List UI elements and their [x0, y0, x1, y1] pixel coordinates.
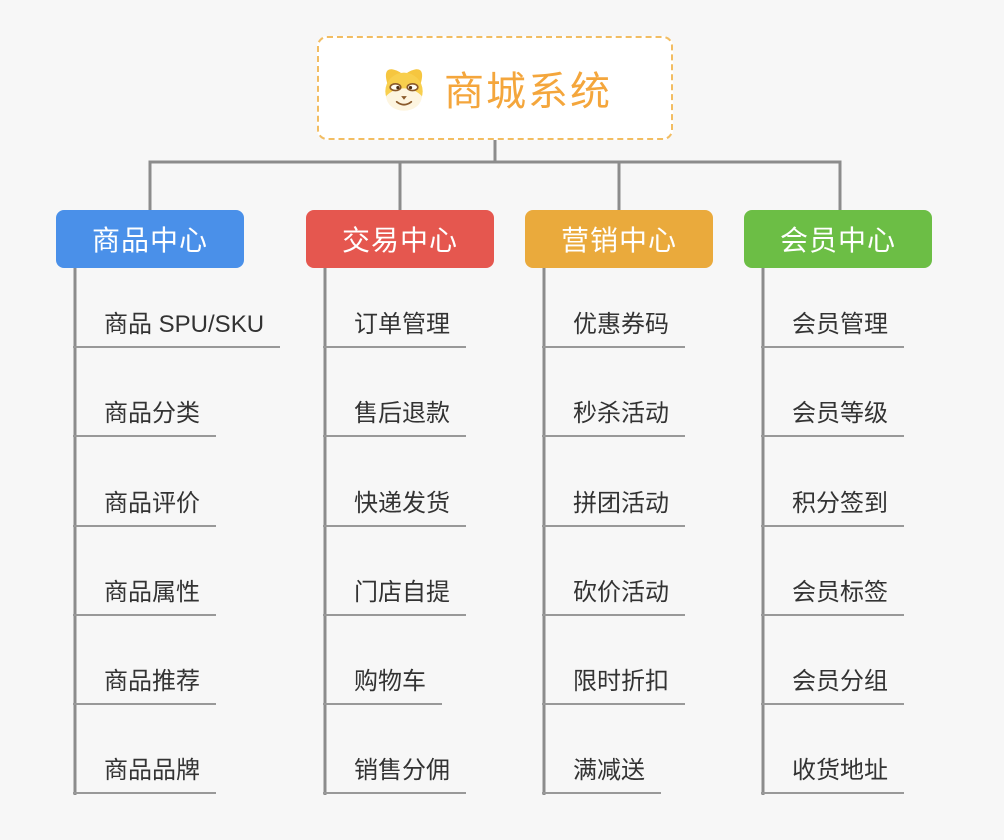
leaf-node[interactable]: 积分签到	[761, 483, 904, 527]
leaf-node[interactable]: 会员等级	[761, 393, 904, 438]
branch-label: 会员中心	[779, 225, 896, 256]
leaf-column-trade-center: 订单管理 售后退款 快递发货 门店自提 购物车 销售分佣	[323, 259, 466, 795]
leaf-node[interactable]: 商品推荐	[73, 661, 216, 705]
leaf-node[interactable]: 售后退款	[323, 393, 466, 438]
leaf-node[interactable]: 满减送	[542, 750, 661, 795]
branch-label: 交易中心	[341, 225, 458, 256]
branch-label: 商品中心	[91, 225, 208, 256]
root-title: 商城系统	[444, 70, 612, 114]
leaf-node[interactable]: 商品评价	[73, 483, 216, 527]
leaf-node[interactable]: 秒杀活动	[542, 393, 685, 438]
leaf-node[interactable]: 会员分组	[761, 661, 904, 705]
branch-node-product-center[interactable]: 商品中心	[56, 210, 244, 268]
leaf-column-product-center: 商品 SPU/SKU 商品分类 商品评价 商品属性 商品推荐 商品品牌	[73, 259, 281, 795]
root-node-mall-system[interactable]: 商城系统	[317, 36, 673, 140]
branch-node-trade-center[interactable]: 交易中心	[306, 210, 494, 268]
branch-label: 营销中心	[560, 225, 677, 256]
leaf-node[interactable]: 快递发货	[323, 483, 466, 527]
leaf-node[interactable]: 拼团活动	[542, 483, 685, 527]
branch-node-marketing-center[interactable]: 营销中心	[525, 210, 713, 268]
leaf-node[interactable]: 会员管理	[761, 304, 904, 349]
leaf-node[interactable]: 门店自提	[323, 572, 466, 616]
leaf-node[interactable]: 会员标签	[761, 572, 904, 616]
leaf-node[interactable]: 订单管理	[323, 304, 466, 349]
leaf-column-marketing-center: 优惠券码 秒杀活动 拼团活动 砍价活动 限时折扣 满减送	[542, 259, 685, 795]
leaf-node[interactable]: 商品 SPU/SKU	[73, 304, 281, 349]
dog-face-icon	[385, 69, 423, 111]
leaf-node[interactable]: 商品品牌	[73, 750, 216, 795]
leaf-node[interactable]: 销售分佣	[323, 750, 466, 795]
branch-node-member-center[interactable]: 会员中心	[744, 210, 932, 268]
leaf-column-member-center: 会员管理 会员等级 积分签到 会员标签 会员分组 收货地址	[761, 259, 904, 795]
leaf-node[interactable]: 商品属性	[73, 572, 216, 616]
leaf-node[interactable]: 限时折扣	[542, 661, 685, 705]
leaf-node[interactable]: 商品分类	[73, 393, 216, 438]
leaf-node[interactable]: 砍价活动	[542, 572, 685, 616]
leaf-node[interactable]: 优惠券码	[542, 304, 685, 349]
leaf-node[interactable]: 收货地址	[761, 750, 904, 795]
leaf-node[interactable]: 购物车	[323, 661, 442, 705]
